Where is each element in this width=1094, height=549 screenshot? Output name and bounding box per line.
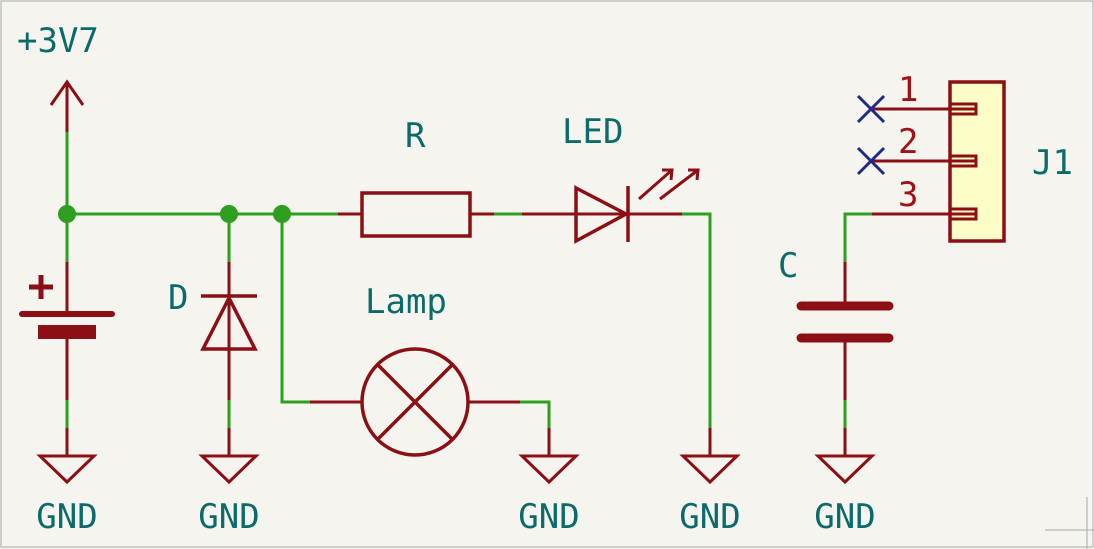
- connector-pin-1: [948, 102, 978, 116]
- wires: [65, 130, 874, 430]
- connector-label: J1: [1032, 143, 1073, 183]
- resistor-label: R: [405, 116, 426, 156]
- pin-number-3: 3: [898, 175, 918, 215]
- diode-d[interactable]: D: [168, 262, 258, 400]
- connector-pin-2: [948, 154, 978, 168]
- lamp-label: Lamp: [365, 282, 447, 322]
- led-label: LED: [562, 112, 623, 152]
- capacitor-label: C: [778, 246, 798, 286]
- lamp[interactable]: Lamp: [310, 282, 520, 457]
- gnd-label: GND: [518, 497, 579, 537]
- junctions: [58, 205, 291, 223]
- junction-dot: [273, 205, 291, 223]
- no-connect-icon: [856, 94, 886, 124]
- connector-j1[interactable]: 1 2 3 J1: [856, 70, 1073, 243]
- gnd-symbol-led[interactable]: GND: [679, 428, 741, 537]
- gnd-symbol-lamp[interactable]: GND: [518, 428, 580, 537]
- gnd-label: GND: [679, 497, 740, 537]
- junction-dot: [220, 205, 238, 223]
- gnd-symbol-capacitor[interactable]: GND: [814, 428, 876, 537]
- gnd-symbol-battery[interactable]: GND: [36, 428, 98, 537]
- connector-pin-3: [948, 207, 978, 221]
- power-symbol-3v7[interactable]: +3V7: [17, 21, 99, 132]
- pin-number-2: 2: [898, 122, 918, 162]
- no-connect-icon: [856, 146, 886, 176]
- led[interactable]: LED: [522, 112, 700, 244]
- gnd-label: GND: [198, 497, 259, 537]
- battery[interactable]: [19, 262, 115, 400]
- junction-dot: [58, 205, 76, 223]
- capacitor-c[interactable]: C: [778, 246, 894, 400]
- gnd-label: GND: [814, 497, 875, 537]
- light-arrows-icon: [638, 168, 700, 201]
- gnd-symbol-diode[interactable]: GND: [198, 428, 260, 537]
- diode-label: D: [168, 278, 188, 318]
- power-label: +3V7: [17, 21, 99, 61]
- gnd-label: GND: [36, 497, 97, 537]
- pin-number-1: 1: [898, 70, 918, 110]
- resistor-r[interactable]: R: [338, 116, 494, 238]
